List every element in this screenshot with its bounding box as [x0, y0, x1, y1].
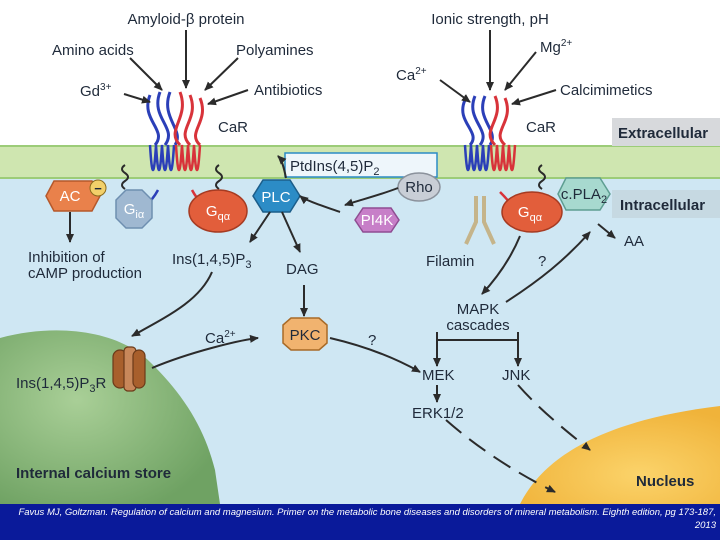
label-mek: MEK [422, 367, 455, 384]
signaling-diagram: Amyloid-β protein Amino acids Polyamines… [0, 0, 720, 504]
internal-calcium-store [0, 330, 220, 504]
label-inhibition-line1: Inhibition of [28, 249, 106, 266]
label-cascades: cascades [446, 317, 509, 334]
label-pi4k: PI4K [361, 212, 394, 229]
nuclear-translocation-arrows [445, 384, 591, 493]
label-calcimimetics: Calcimimetics [560, 82, 653, 99]
label-pkc: PKC [290, 327, 321, 344]
label-amyloid-beta: Amyloid-β protein [127, 11, 244, 28]
label-question-upper: ? [538, 253, 546, 270]
label-ca2-extracellular: Ca2+ [396, 66, 427, 84]
extracellular-space [0, 0, 720, 146]
citation-footer: Favus MJ, Goltzman. Regulation of calciu… [0, 504, 720, 540]
gq-left-node [188, 189, 248, 233]
label-car-left: CaR [218, 119, 248, 136]
label-polyamines: Polyamines [236, 42, 314, 59]
filamin-shape [464, 196, 496, 245]
label-aa: AA [624, 233, 644, 250]
label-mg2: Mg2+ [540, 38, 572, 56]
inhibition-badge [89, 179, 107, 197]
label-internal-calcium-store: Internal calcium store [16, 465, 171, 482]
ptdins-box [284, 152, 438, 178]
label-plc: PLC [261, 189, 290, 206]
label-mapk: MAPK [457, 301, 500, 318]
ligand-arrows-right [439, 30, 557, 106]
rho-node [397, 172, 441, 202]
label-jnk: JNK [502, 367, 530, 384]
label-ac: AC [60, 188, 81, 205]
gq-right-node [501, 191, 563, 233]
ac-node [45, 180, 101, 212]
pkc-node [282, 317, 328, 351]
label-cpla2: c.PLA2 [561, 186, 607, 206]
label-extracellular: Extracellular [618, 125, 708, 142]
cpla2-node [557, 177, 611, 211]
ins-p3-receptor-channel [112, 346, 146, 392]
nucleus [520, 406, 720, 504]
label-gi-alpha: Giα [124, 201, 145, 221]
label-amino-acids: Amino acids [52, 42, 134, 59]
intracellular-label-band [612, 190, 720, 218]
car-receptor-left [121, 91, 223, 214]
label-rho: Rho [405, 179, 433, 196]
pi4k-node [354, 207, 400, 233]
label-filamin: Filamin [426, 253, 474, 270]
label-ca2-cytosol: Ca2+ [205, 329, 236, 347]
label-ptdins: PtdIns(4,5)P2 [290, 158, 380, 178]
label-ins-p3: Ins(1,4,5)P3 [172, 251, 252, 271]
label-gq-alpha-left: Gqα [206, 203, 231, 223]
label-gq-alpha-right: Gqα [518, 204, 543, 224]
label-erk: ERK1/2 [412, 405, 464, 422]
label-nucleus: Nucleus [636, 473, 694, 490]
label-intracellular: Intracellular [620, 197, 705, 214]
citation-text: Favus MJ, Goltzman. Regulation of calciu… [18, 507, 716, 531]
extracellular-label-band [612, 118, 720, 146]
ligand-arrows-left [123, 30, 249, 106]
signaling-arrows [66, 155, 616, 403]
label-car-right: CaR [526, 119, 556, 136]
mapk-bracket [436, 332, 519, 341]
label-minus: − [94, 181, 102, 196]
gi-node [115, 189, 153, 229]
label-ins-p3-receptor: Ins(1,4,5)P3R [16, 375, 107, 395]
label-question-lower: ? [368, 332, 376, 349]
label-gd3: Gd3+ [80, 82, 112, 100]
label-ionic-strength: Ionic strength, pH [431, 11, 549, 28]
label-antibiotics: Antibiotics [254, 82, 322, 99]
label-inhibition-line2: cAMP production [28, 265, 142, 282]
label-dag: DAG [286, 261, 319, 278]
